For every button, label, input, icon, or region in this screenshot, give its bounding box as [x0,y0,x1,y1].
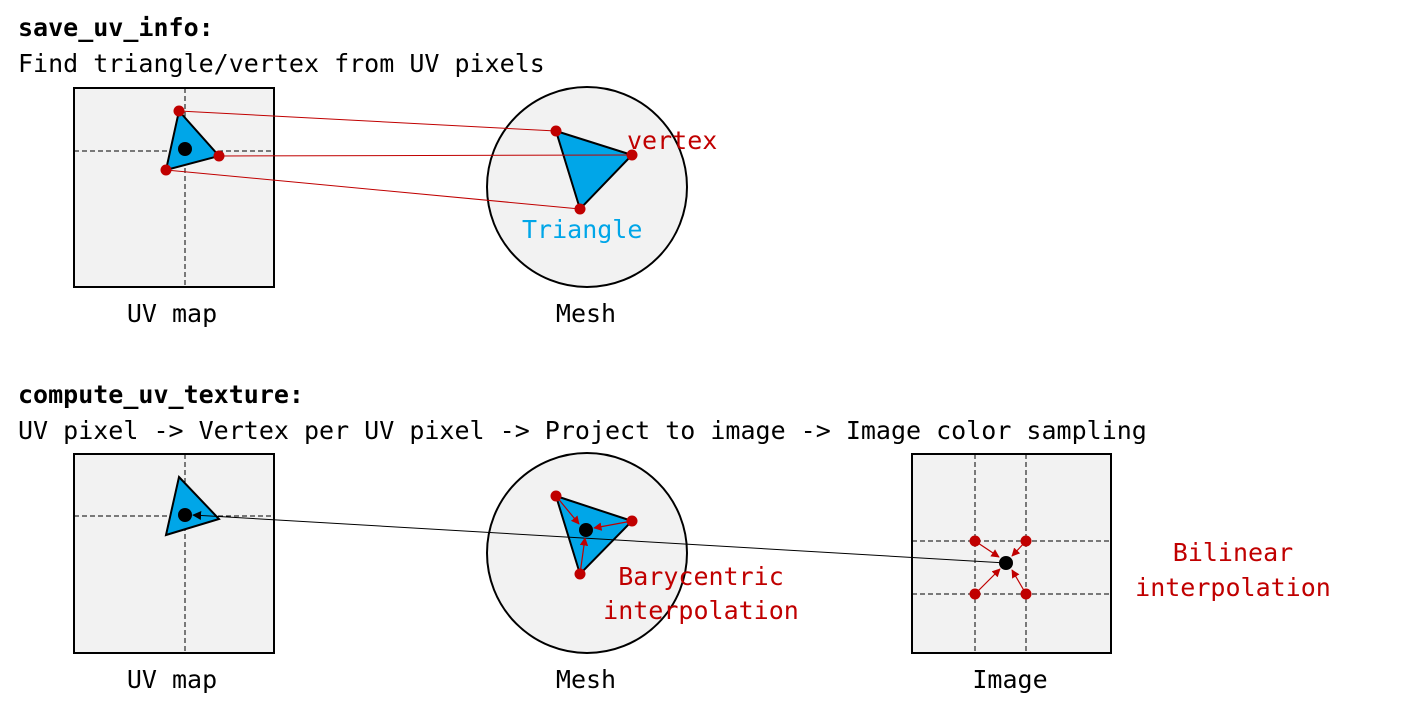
image-sample-point [999,556,1013,570]
mesh-panel [486,86,688,288]
barycentric-label-line2: interpolation [603,596,799,625]
uv-map-panel [73,87,275,288]
image-panel [911,453,1112,654]
mesh-caption-2: Mesh [556,665,616,694]
vertex-label: vertex [627,126,717,155]
section-description-compute-uv-texture: UV pixel -> Vertex per UV pixel -> Proje… [18,416,1147,445]
barycentric-arrows [555,495,633,575]
uv-pixel-dot-2 [178,508,192,522]
vertex-dots [160,105,638,215]
triangle-label: Triangle [522,215,642,244]
projection-arrow [192,510,1007,564]
uv-map-caption: UV map [127,299,217,328]
image-pixel-dots [969,535,1032,600]
section-save-uv-info: save_uv_info: Find triangle/vertex from … [18,13,717,328]
barycentric-label-line1: Barycentric [618,562,784,591]
uv-map-caption-2: UV map [127,665,217,694]
mesh-triangle [554,129,634,211]
mesh-vertex-dots [550,490,638,580]
image-caption: Image [972,665,1047,694]
bilinear-label-line1: Bilinear [1173,538,1293,567]
uv-map-panel-2 [73,453,275,654]
bilinear-label-line2: interpolation [1135,573,1331,602]
mesh-panel-2 [486,452,688,654]
mesh-sample-point [579,523,593,537]
uv-triangle [164,108,221,172]
vertex-correspondence-lines [165,110,633,210]
section-description-save-uv-info: Find triangle/vertex from UV pixels [18,49,545,78]
section-title-compute-uv-texture: compute_uv_texture: [18,380,304,409]
section-compute-uv-texture: compute_uv_texture: UV pixel -> Vertex p… [18,380,1331,694]
section-title-save-uv-info: save_uv_info: [18,13,214,42]
mesh-caption: Mesh [556,299,616,328]
uv-triangle-2 [164,474,221,537]
uv-pixel-dot [178,142,192,156]
